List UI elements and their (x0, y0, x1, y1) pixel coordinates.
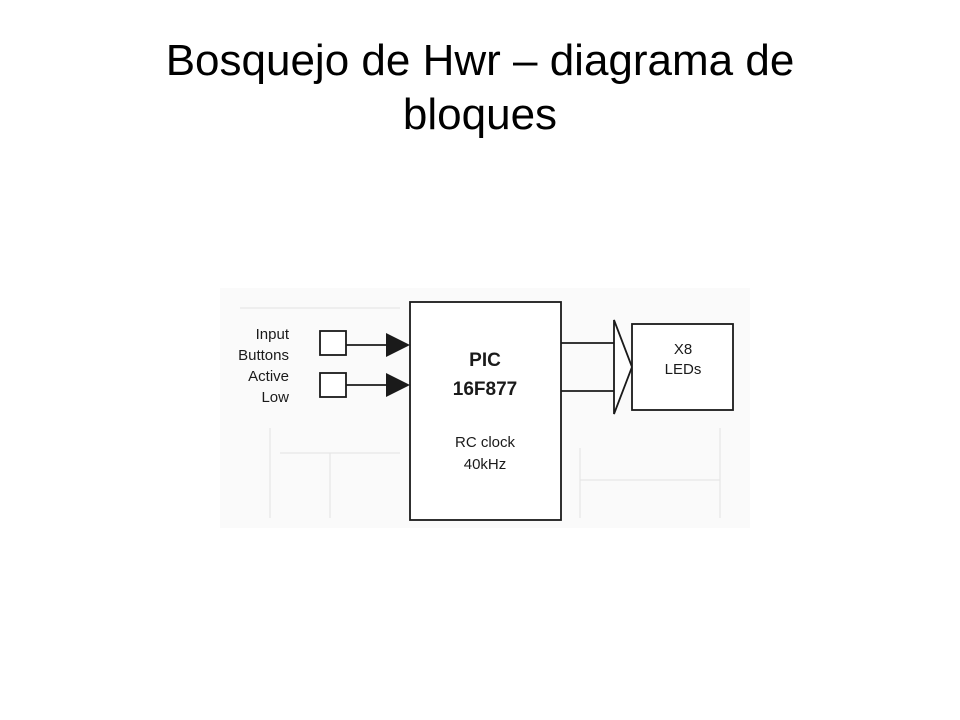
input-label-line-4: Low (261, 389, 289, 406)
slide-title-line-1: Bosquejo de Hwr – diagrama de (165, 36, 795, 85)
ghost-bleed-lines (240, 307, 721, 518)
pic-clock-line-2: 40kHz (464, 456, 507, 473)
leds-label: LEDs (665, 361, 702, 378)
input-button-2 (319, 372, 347, 398)
input-label-line-2: Buttons (238, 347, 289, 364)
leds-count: X8 (674, 341, 692, 358)
pic-name: PIC (469, 350, 501, 371)
pic-clock-line-1: RC clock (455, 434, 516, 451)
bus-arrowhead (613, 319, 633, 415)
input-arrowhead-1 (386, 333, 410, 357)
leds-block (631, 323, 734, 411)
input-button-1 (319, 330, 347, 356)
slide-title-line-2: bloques (402, 90, 558, 139)
pic-block (409, 301, 562, 521)
input-label-line-3: Active (248, 368, 289, 385)
input-label-line-1: Input (256, 326, 290, 343)
slide-title: Bosquejo de Hwr – diagrama de bloques (40, 34, 920, 142)
block-diagram: Input Buttons Active Low PIC 16F877 RC c… (220, 288, 750, 528)
pic-model: 16F877 (453, 379, 517, 400)
input-arrowhead-2 (386, 373, 410, 397)
